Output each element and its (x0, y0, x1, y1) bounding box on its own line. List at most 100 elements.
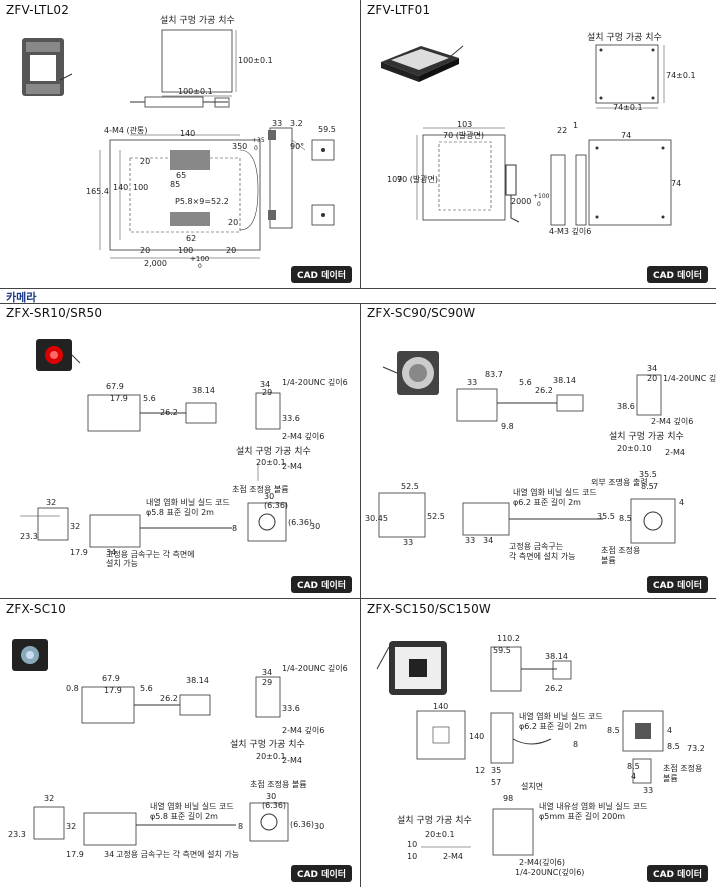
dim-label: 8.5 (627, 762, 640, 771)
panel-zfx-sc150: ZFX-SC150/SC150W 110.2 59.5 38.14 26.2 1… (361, 599, 716, 887)
dim-label: 100 (178, 246, 194, 255)
dim-label: 30 (314, 822, 325, 831)
dim-label: 57 (491, 778, 502, 787)
dim-label: 23.3 (8, 830, 26, 839)
dim-label: 설치면 (521, 782, 544, 791)
dim-label: 74±0.1 (666, 71, 696, 80)
dim-label: 32 (46, 498, 57, 507)
dim-label: 33.6 (282, 414, 300, 423)
dim-label: 38.14 (553, 376, 576, 385)
dim-label: 8 (232, 524, 238, 533)
dim-label: φ5.8 표준 길이 2m (150, 812, 218, 821)
product-photo (376, 641, 447, 695)
dim-label: 7 (653, 482, 659, 491)
drawing-zfx-sc150 (376, 641, 664, 856)
dim-label: 17.9 (110, 394, 128, 403)
dim-label: 1/4-20UNC 깊이6 (282, 664, 348, 673)
dim-label: 74 (671, 179, 682, 188)
dim-label: φ5.8 표준 길이 2m (146, 508, 214, 517)
dim-label: 초점 조정용 (663, 764, 703, 773)
product-photo (381, 45, 464, 82)
dim-label: 26.2 (545, 684, 563, 693)
panel-title: ZFV-LTL02 (6, 3, 70, 17)
dim-label: 90° (290, 142, 305, 151)
dim-label: 설치 가능 (106, 559, 138, 568)
dim-label: 33.6 (282, 704, 300, 713)
dim-label: 32 (66, 822, 77, 831)
dim-label: 초점 조정용 (601, 546, 641, 555)
dim-label: 각 측면에 설치 가능 (509, 552, 576, 561)
dim-label: φ6.2 표준 길이 2m (519, 722, 587, 731)
dim-label: 59.5 (493, 646, 511, 655)
dim-label: 0 (537, 201, 541, 208)
dim-label: 10 (407, 840, 418, 849)
cad-data-button[interactable]: CAD 데이터 (290, 576, 352, 593)
dim-label: 1/4-20UNC 깊이6 (282, 378, 348, 387)
cad-data-button[interactable]: CAD 데이터 (646, 576, 708, 593)
dim-label: 고정용 금속구는 각 측면에 (106, 550, 195, 559)
dim-label: 73.2 (687, 744, 705, 753)
dim-label: 52.5 (401, 482, 419, 491)
dim-label: 5.6 (140, 684, 153, 693)
dim-label: 1/4-20UNC 깊이6 (663, 374, 716, 383)
dim-label: 140 (180, 129, 196, 138)
dim-label: 65 (176, 171, 187, 180)
install-hole-label: 설치 구멍 가공 치수 (587, 33, 662, 43)
cad-data-button[interactable]: CAD 데이터 (290, 266, 352, 283)
dim-label: 1/4-20UNC(깊이6) (515, 868, 585, 877)
dim-label: 2-M4 깊이6 (282, 726, 325, 735)
cad-data-button[interactable]: CAD 데이터 (646, 266, 708, 283)
panel-zfx-sc10: ZFX-SC10 67.9 0.8 17.9 5.6 38.14 26.2 34… (0, 599, 360, 887)
product-photo (36, 339, 81, 371)
dim-label: 38.14 (186, 676, 209, 685)
dim-label: 8.5 (667, 742, 680, 751)
dim-label: 140 (113, 183, 129, 192)
cad-data-button[interactable]: CAD 데이터 (290, 865, 352, 882)
dim-label: 22 (557, 126, 568, 135)
dim-label: 내열 염화 비닐 실드 코드 (513, 488, 597, 497)
dim-label: 33 (272, 119, 283, 128)
panel-zfx-sr10-sr50: ZFX-SR10/SR50 67.9 17.9 5.6 38.14 26.2 3… (0, 303, 360, 598)
cad-data-button[interactable]: CAD 데이터 (646, 865, 708, 882)
dim-label: 34 (106, 548, 117, 557)
install-hole-label: 설치 구멍 가공 치수 (160, 16, 235, 26)
dim-label: 17.9 (104, 686, 122, 695)
row-divider-2 (0, 303, 716, 304)
product-photo (12, 639, 48, 671)
dim-label: 10 (407, 852, 418, 861)
dim-label: 30 (264, 492, 275, 501)
dim-label: 140 (469, 732, 485, 741)
dim-label: 초점 조정용 볼륨 (250, 780, 307, 789)
dim-label: 0.8 (66, 684, 79, 693)
drawing-zfx-sc10 (12, 639, 289, 846)
dim-label: 35 (491, 766, 502, 775)
panel-title: ZFX-SC150/SC150W (367, 602, 491, 616)
product-photo (382, 351, 439, 395)
dim-label: 35.5 (639, 470, 657, 479)
dim-label: 85 (170, 180, 181, 189)
dim-label: 고정용 금속구는 각 측면에 설치 가능 (116, 850, 240, 859)
dim-label: 33 (467, 378, 478, 387)
dim-label: 26.2 (160, 694, 178, 703)
dim-label: 20 (140, 246, 151, 255)
dim-label: 내열 염화 비닐 실드 코드 (519, 712, 603, 721)
dim-label: 4-M3 깊이6 (549, 227, 592, 236)
dim-label: 고정용 금속구는 (509, 542, 564, 551)
install-hole-label: 설치 구멍 가공 치수 (236, 447, 311, 457)
dim-label: 1 (573, 121, 579, 130)
dim-label: 내열 염화 비닐 실드 코드 (150, 802, 234, 811)
drawing-zfx-sc90 (378, 351, 676, 544)
dim-label: 100 (133, 183, 149, 192)
dim-label: (6.36) (262, 801, 287, 810)
dim-label: 74±0.1 (613, 103, 643, 112)
dim-label: 0 (198, 263, 202, 270)
dim-label: 33 (643, 786, 654, 795)
dim-label: 20±0.1 (256, 752, 286, 761)
dim-label: 12 (475, 766, 486, 775)
dim-label: 62 (186, 234, 197, 243)
column-divider-top (360, 0, 361, 288)
dim-label: 350 (232, 142, 248, 151)
dim-label: 2,000 (144, 259, 167, 268)
dim-label: 2-M4 (282, 756, 302, 765)
dim-label: 83.7 (485, 370, 503, 379)
